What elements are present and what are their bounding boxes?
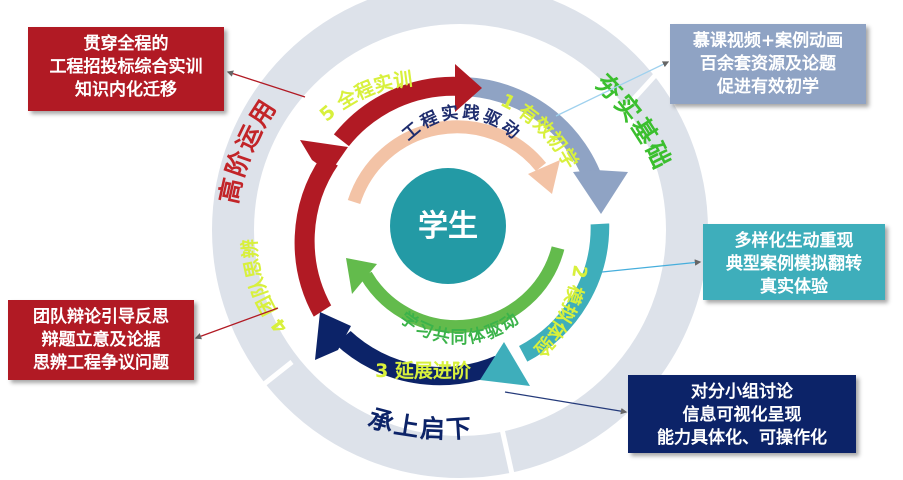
callout-stage4-line1: 团队辩论引导反思	[33, 307, 169, 327]
stage-3-arrowhead	[315, 312, 351, 360]
stage-3-label: 3 延展进阶	[375, 359, 472, 382]
connectors	[194, 61, 702, 415]
connector-stage5	[226, 70, 306, 98]
connector-stage3	[504, 391, 628, 415]
stage-4-segment[interactable]	[292, 154, 341, 320]
outer-ring	[212, 0, 708, 478]
callout-stage3: 对分小组讨论 信息可视化呈现 能力具体化、可操作化	[628, 375, 856, 453]
callout-stage3-line2: 信息可视化呈现	[682, 405, 802, 425]
engineering-arrow	[347, 120, 547, 205]
callout-stage4: 团队辩论引导反思 辩题立意及论据 思辨工程争议问题	[8, 300, 194, 380]
callout-stage5-line3: 知识内化迁移	[75, 80, 177, 100]
community-arrowhead	[346, 258, 377, 294]
callout-stage3-line1: 对分小组讨论	[691, 382, 793, 402]
callout-stage1-line2: 百余套资源及论题	[700, 54, 836, 74]
callout-stage1-line1: 慕课视频+案例动画	[692, 31, 844, 51]
callout-stage1-line3: 促进有效初学	[717, 77, 819, 97]
callout-stage5: 贯穿全程的 工程招投标综合实训 知识内化迁移	[28, 27, 224, 111]
callout-stage4-line3: 思辨工程争议问题	[33, 353, 169, 373]
stage-2-arrowhead	[480, 342, 530, 386]
callout-stage5-line2: 工程招投标综合实训	[49, 57, 203, 77]
callout-stage2: 多样化生动重现 典型案例模拟翻转 真实体验	[703, 224, 885, 300]
callout-stage1: 慕课视频+案例动画 百余套资源及论题 促进有效初学	[670, 24, 866, 104]
stage-2-segment[interactable]	[516, 221, 612, 365]
callout-stage2-line1: 多样化生动重现	[734, 231, 854, 251]
community-arrow	[360, 246, 565, 334]
center-circle[interactable]	[390, 168, 506, 284]
ring-separators	[242, 68, 662, 475]
stage-5-arrowhead	[455, 64, 482, 112]
connector-stage1	[555, 61, 670, 117]
callout-stage4-line2: 辩题立意及论据	[41, 330, 161, 350]
stage-4-arrowhead	[300, 140, 348, 173]
stage-1-arrowhead	[573, 170, 628, 214]
callout-stage5-line1: 贯穿全程的	[83, 34, 169, 54]
connector-stage4	[194, 307, 279, 340]
callout-stage3-line3: 能力具体化、可操作化	[657, 428, 827, 448]
connector-stage2	[601, 259, 702, 273]
center-label: 学生	[418, 209, 478, 244]
callout-stage2-line3: 真实体验	[760, 277, 828, 297]
stage-arrowheads	[300, 64, 628, 386]
callout-stage2-line2: 典型案例模拟翻转	[726, 254, 862, 274]
engineering-arrowhead	[528, 160, 560, 194]
